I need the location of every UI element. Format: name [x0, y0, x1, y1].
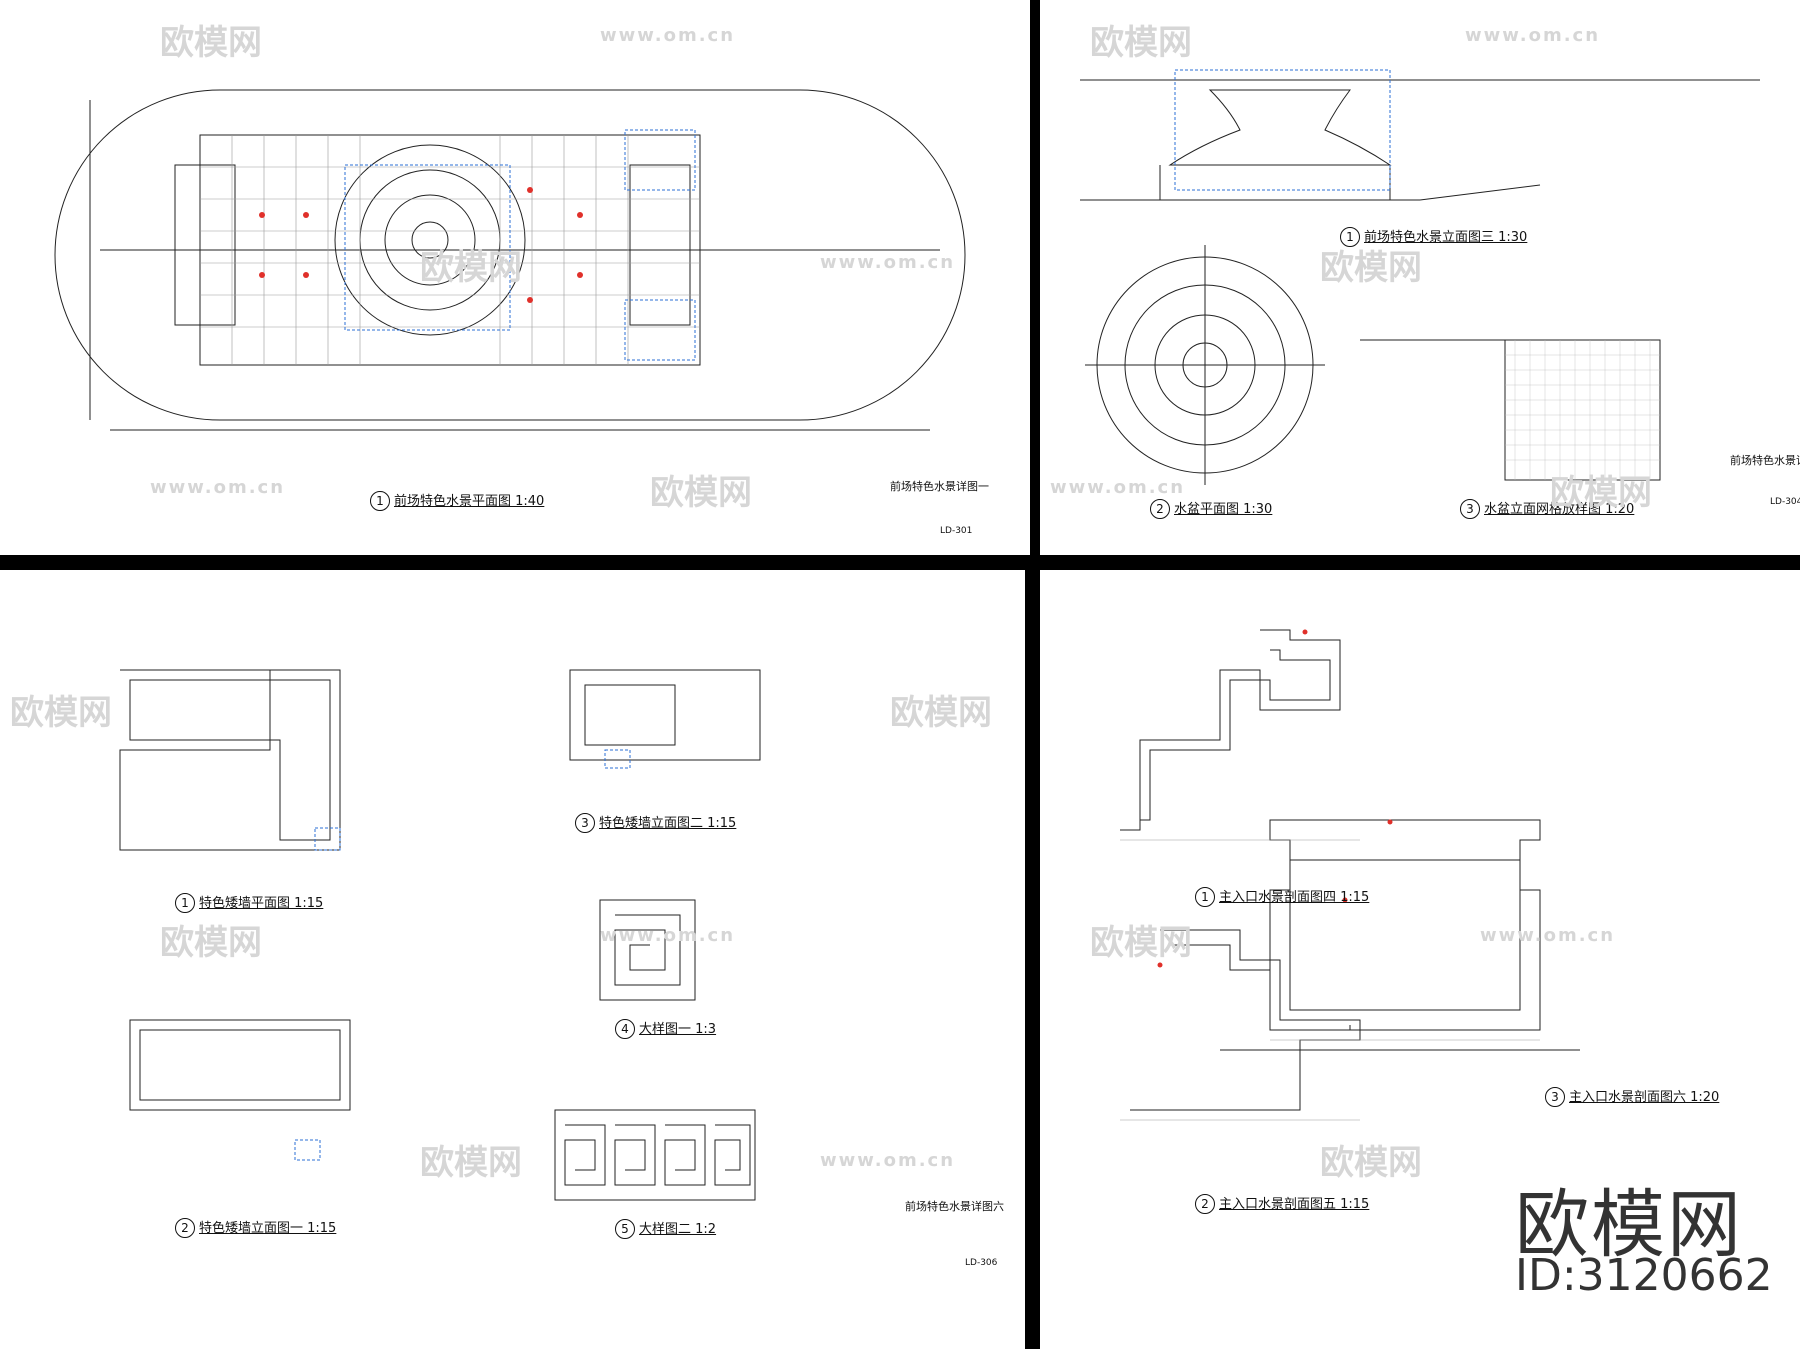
- drawing-fountain-plan: [54, 89, 966, 431]
- drawing-low-wall: [119, 669, 761, 1201]
- caption-fountain-plan: 1 前场特色水景平面图 1:40: [370, 490, 544, 511]
- caption-text: 大样图二 1:2: [639, 1222, 717, 1237]
- sheet-ld-306: 1 特色矮墙平面图 1:15 2 特色矮墙立面图一 1:15 3 特色矮墙立面图二 1…: [0, 570, 1025, 1349]
- sheet-title: 前场特色水景详图一: [890, 480, 989, 493]
- caption-text: 主入口水景剖面图五 1:15: [1219, 1197, 1370, 1212]
- sheet-sections: 1 主入口水景剖面图四 1:15 2 主入口水景剖面图五 1:15 3 主入口水景剖面…: [1040, 570, 1800, 1349]
- caption-number: 4: [615, 1019, 635, 1039]
- caption-text: 主入口水景剖面图四 1:15: [1219, 890, 1370, 905]
- caption-detail-1: 4 大样图一 1:3: [615, 1018, 716, 1039]
- caption-text: 大样图一 1:3: [639, 1022, 717, 1037]
- caption-number: 3: [1460, 499, 1480, 519]
- sheet-code: LD-306: [965, 1258, 998, 1268]
- caption-section-4: 1 主入口水景剖面图四 1:15: [1195, 886, 1369, 907]
- sheet-title: 前场特色水景详图六: [905, 1200, 1004, 1213]
- caption-number: 5: [615, 1219, 635, 1239]
- caption-basin-plan: 2 水盆平面图 1:30: [1150, 498, 1272, 519]
- caption-fountain-elevation: 1 前场特色水景立面图三 1:30: [1340, 226, 1527, 247]
- caption-detail-2: 5 大样图二 1:2: [615, 1218, 716, 1239]
- caption-low-wall-plan: 1 特色矮墙平面图 1:15: [175, 892, 323, 913]
- caption-text: 水盆平面图 1:30: [1174, 502, 1273, 517]
- sheet-code: LD-304: [1770, 497, 1800, 507]
- caption-text: 特色矮墙立面图一 1:15: [199, 1221, 337, 1236]
- caption-text: 前场特色水景平面图 1:40: [394, 494, 545, 509]
- caption-number: 1: [175, 893, 195, 913]
- caption-basin-grid: 3 水盆立面网格放样图 1:20: [1460, 498, 1634, 519]
- caption-section-6: 3 主入口水景剖面图六 1:20: [1545, 1086, 1719, 1107]
- caption-low-wall-elev-1: 2 特色矮墙立面图一 1:15: [175, 1217, 336, 1238]
- brand-name: 欧模网: [1515, 1182, 1743, 1268]
- caption-number: 1: [1340, 227, 1360, 247]
- caption-number: 3: [1545, 1087, 1565, 1107]
- sheet-code: LD-301: [940, 526, 973, 536]
- caption-number: 2: [1195, 1194, 1215, 1214]
- sheet-ld-304: 1 前场特色水景立面图三 1:30 2 水盆平面图 1:30 3 水盆立面网格放样图 …: [1040, 0, 1800, 555]
- caption-number: 1: [1195, 887, 1215, 907]
- caption-text: 特色矮墙平面图 1:15: [199, 896, 324, 911]
- caption-number: 1: [370, 491, 390, 511]
- brand-id: ID:3120662: [1515, 1250, 1773, 1301]
- caption-number: 2: [1150, 499, 1170, 519]
- caption-text: 特色矮墙立面图二 1:15: [599, 816, 737, 831]
- caption-text: 主入口水景剖面图六 1:20: [1569, 1090, 1720, 1105]
- sheet-ld-301: 1 前场特色水景平面图 1:40 前场特色水景详图一 LD-301: [0, 0, 1030, 555]
- sheet-title: 前场特色水景详图四: [1730, 454, 1800, 467]
- caption-text: 前场特色水景立面图三 1:30: [1364, 230, 1528, 245]
- caption-text: 水盆立面网格放样图 1:20: [1484, 502, 1635, 517]
- caption-low-wall-elev-2: 3 特色矮墙立面图二 1:15: [575, 812, 736, 833]
- caption-number: 2: [175, 1218, 195, 1238]
- caption-number: 3: [575, 813, 595, 833]
- drawing-entrance-sections: [1120, 629, 1580, 1121]
- drawing-fountain-elevation: [1080, 69, 1760, 485]
- caption-section-5: 2 主入口水景剖面图五 1:15: [1195, 1193, 1369, 1214]
